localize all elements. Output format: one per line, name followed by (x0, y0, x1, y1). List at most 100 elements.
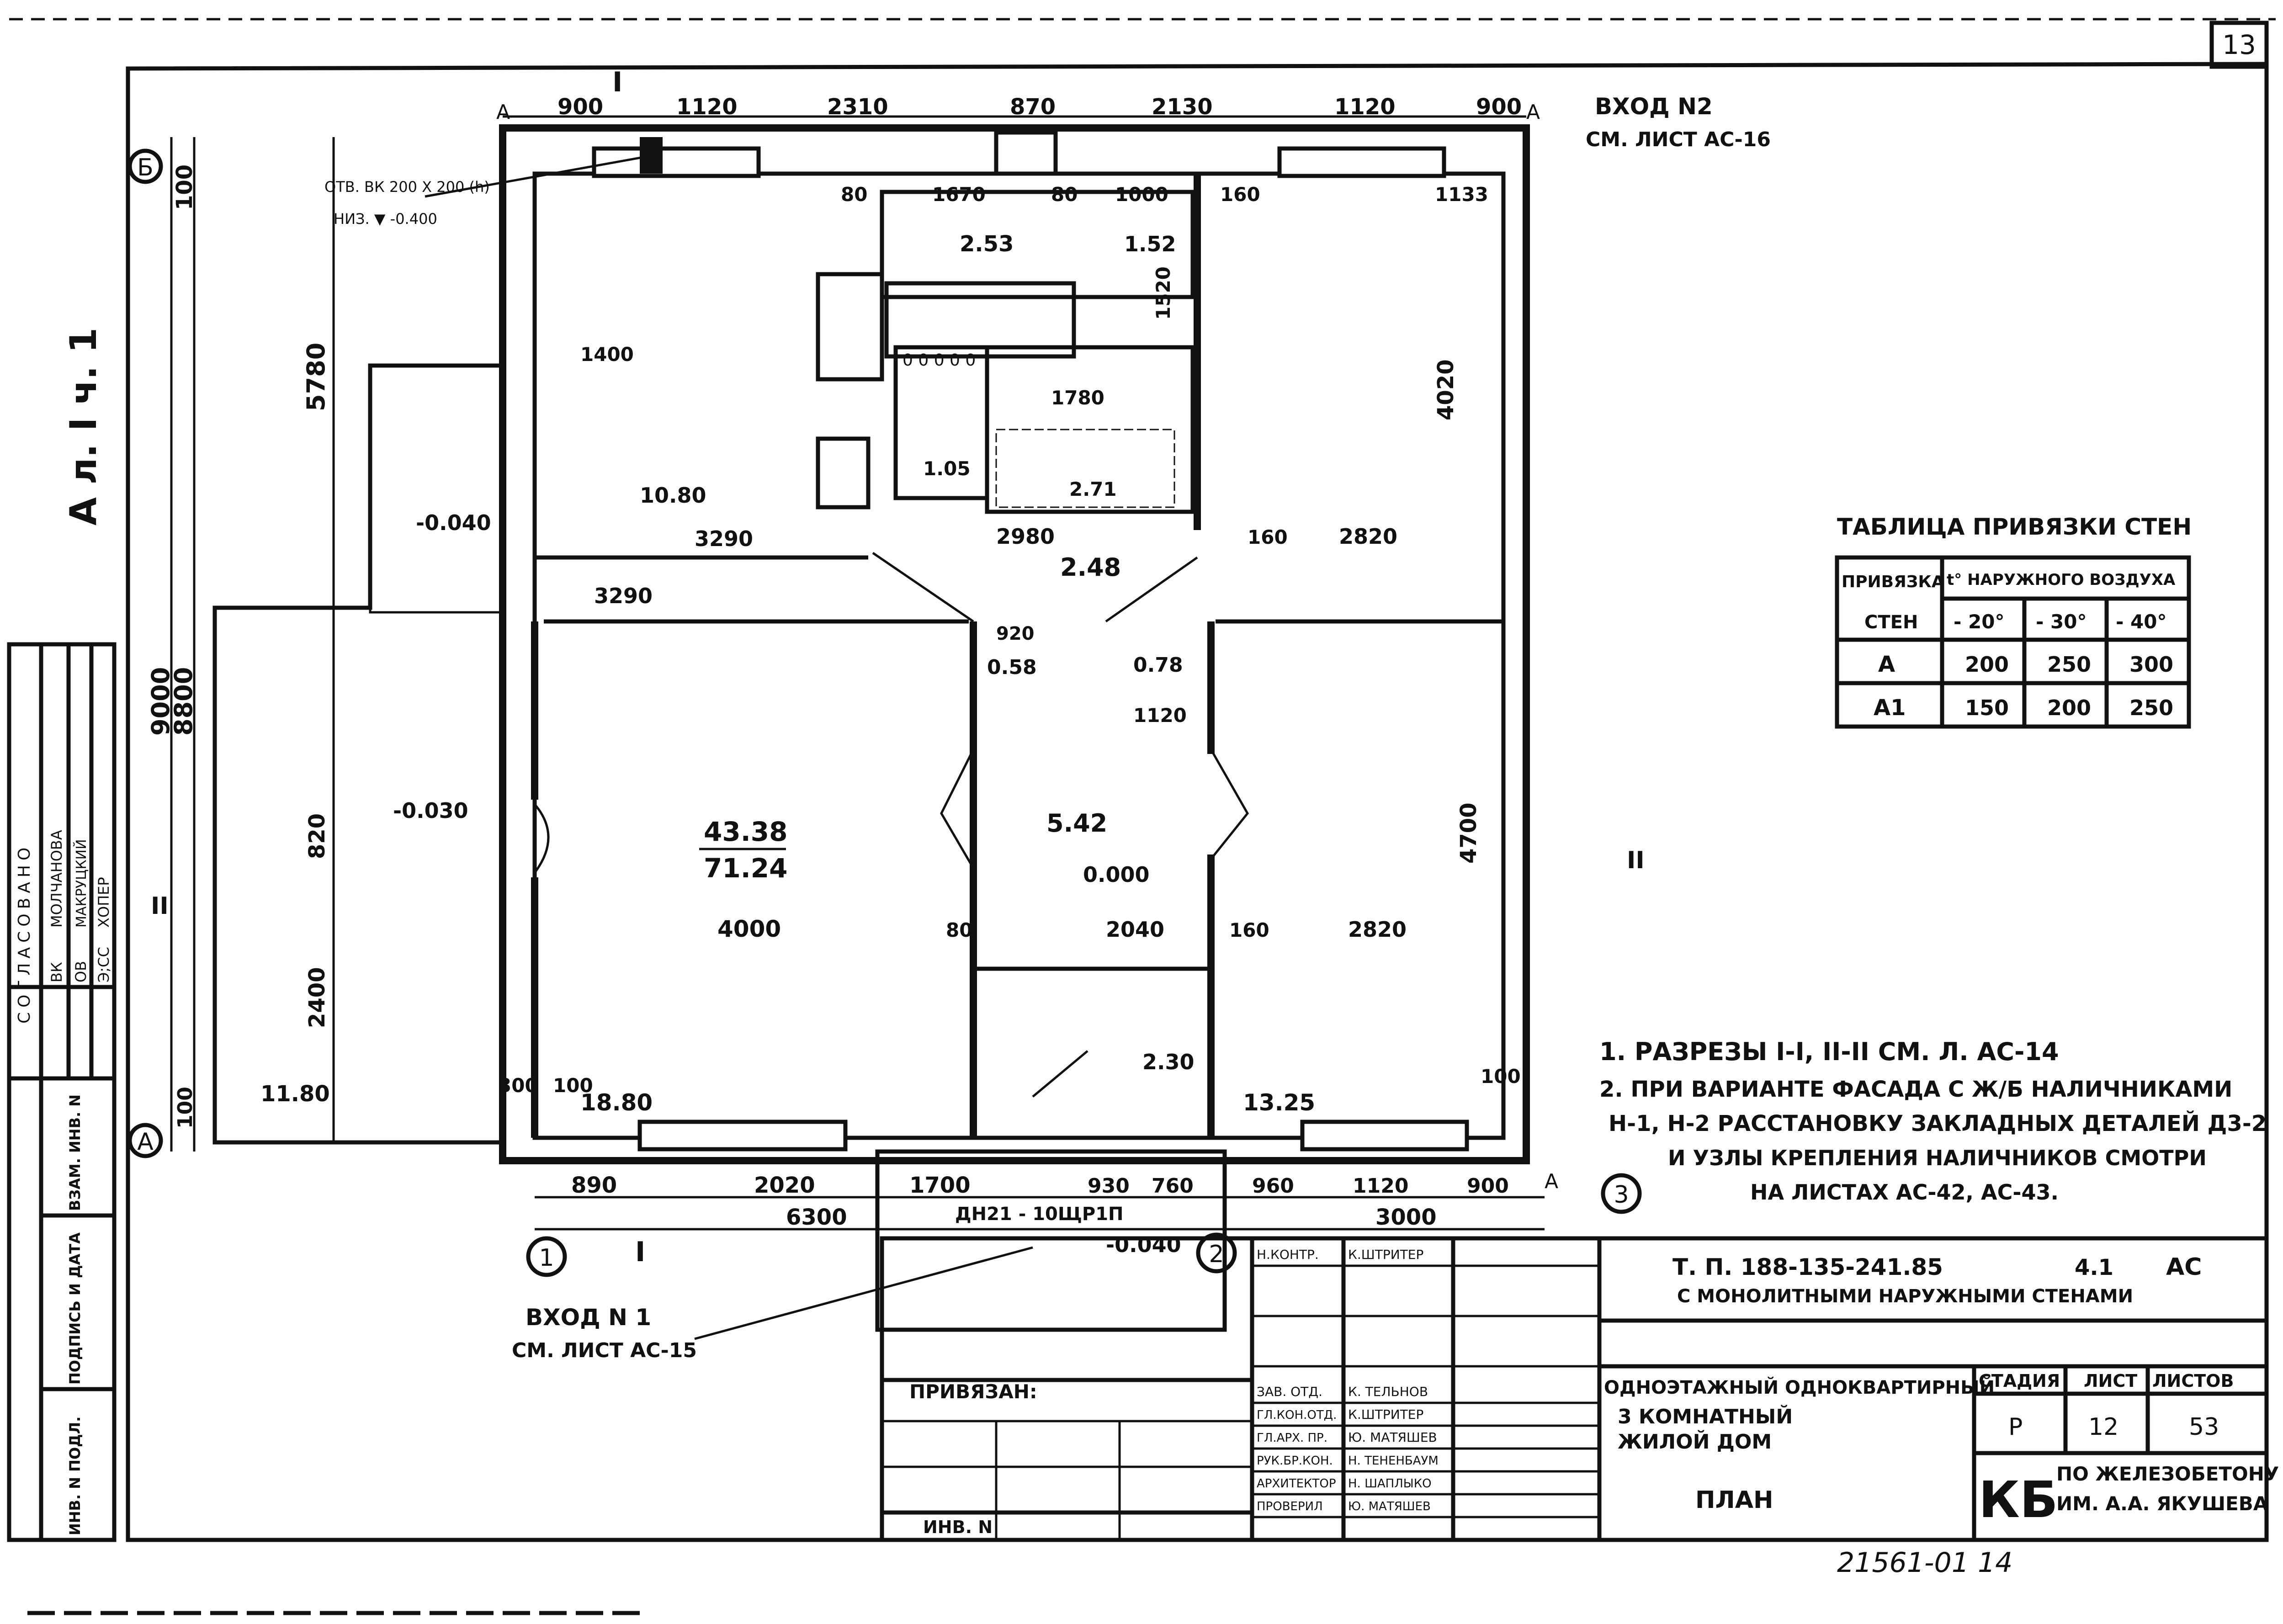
entrance-steps (875, 1149, 1227, 1332)
table-cell: 300 (2129, 652, 2173, 677)
sheet-value: 12 (2088, 1413, 2118, 1441)
dim-interior: 1400 (580, 343, 634, 366)
dim-interior: 4700 (1456, 802, 1481, 864)
door-swing (940, 748, 975, 869)
axis-label-3: 3 (1614, 1181, 1629, 1209)
note-line: 2. ПРИ ВАРИАНТЕ ФАСАДА С Ж/Б НАЛИЧНИКАМИ (1599, 1077, 2232, 1102)
staff-role: Н.КОНТР. (1257, 1247, 1319, 1262)
table-temp: - 30° (2036, 610, 2087, 633)
approval-frame (7, 642, 117, 1542)
dim-interior: 4000 (717, 916, 781, 942)
axis-circle-b (127, 149, 163, 184)
note-line: НА ЛИСТАХ АС-42, АС-43. (1750, 1180, 2059, 1205)
org-line: ПО ЖЕЛЕЗОБЕТОНУ (2056, 1463, 2279, 1485)
room-area-left: 18.80 (580, 1089, 653, 1116)
table-row-name: А1 (1874, 695, 1906, 721)
project-set: АС (2166, 1253, 2202, 1281)
stove-label: 0 0 0 0 0 (903, 351, 976, 370)
archive-number: 21561-01 14 (1837, 1547, 2012, 1579)
dim-left: 5780 (302, 343, 330, 411)
dim-left: 820 (304, 813, 330, 859)
general-notes: 1. РАЗРЕЗЫ I-I, II-II СМ. Л. АС-14 2. ПР… (1599, 1037, 2267, 1205)
dim-interior: 2040 (1106, 917, 1164, 942)
building-line: ЖИЛОЙ ДОМ (1618, 1429, 1772, 1454)
dim-interior: 2820 (1348, 917, 1407, 942)
room-area-hall: 5.42 (1046, 809, 1107, 838)
dim-bottom: 930 (1088, 1174, 1130, 1198)
dim-interior: 1120 (1133, 704, 1187, 727)
dim-bottom: 960 (1252, 1174, 1294, 1198)
entrance2-ref: СМ. ЛИСТ АС-16 (1586, 128, 1771, 151)
axis-label-b: Б (137, 154, 154, 181)
dim-interior: 80 (946, 919, 972, 941)
room-area-closet2: 0.78 (1133, 653, 1183, 677)
sheet-number: 13 (2222, 29, 2256, 60)
approval-title: СОГЛАСОВАНО (15, 843, 34, 1024)
dim-interior: 2980 (996, 524, 1055, 549)
dim-top: 900 (1476, 94, 1522, 120)
inv-label: ИНВ. N (923, 1517, 993, 1537)
section-ii-right: II (1627, 847, 1645, 874)
table-header: t° НАРУЖНОГО ВОЗДУХА (1947, 571, 2176, 589)
section-i-top: I (612, 66, 622, 98)
level-mark: 0.000 (1083, 862, 1150, 887)
side-cell: ИНВ. N ПОДЛ. (66, 1417, 84, 1535)
window (994, 130, 1058, 176)
axis-a1-top: А (496, 101, 510, 124)
staff-role: АРХИТЕКТОР (1257, 1477, 1336, 1491)
table-cell: 250 (2047, 652, 2091, 677)
wc-room (880, 190, 1195, 299)
approval-name: МОЛЧАНОВА (48, 830, 65, 928)
table-cell: 250 (2129, 695, 2173, 720)
door-swing (872, 552, 974, 623)
dim-interior: 300 (498, 1074, 538, 1097)
dim-top: 900 (557, 94, 603, 120)
org-logo: КБ (1979, 1470, 2058, 1529)
sheet-name: ПЛАН (1695, 1486, 1773, 1514)
room-area-bath: 2.71 (1069, 478, 1117, 500)
dim-left: 8800 (169, 667, 198, 736)
approval-dept: Э;СС (95, 947, 112, 982)
dim-top: 2130 (1152, 94, 1213, 120)
dim-left: 100 (172, 165, 197, 210)
pantry-box (893, 345, 989, 500)
dim-bottom-total: 3000 (1375, 1205, 1437, 1230)
title-block: Т. П. 188-135-241.85 С МОНОЛИТНЫМИ НАРУЖ… (880, 1236, 2279, 1542)
dim-interior: 160 (1220, 183, 1260, 206)
room-area-closet1: 0.58 (987, 656, 1037, 679)
counter (884, 281, 1076, 359)
table-header: СТЕН (1864, 612, 1918, 633)
staff-name: Н. ШАПЛЫКО (1348, 1477, 1432, 1491)
dim-interior: 1670 (932, 183, 986, 206)
section-i-bottom: I (635, 1236, 645, 1268)
table-row-name: А (1878, 652, 1895, 677)
note-line: И УЗЛЫ КРЕПЛЕНИЯ НАЛИЧНИКОВ СМОТРИ (1668, 1146, 2207, 1170)
approval-name: ХОПЕР (95, 877, 112, 928)
room-area-lobby: 2.30 (1142, 1050, 1195, 1074)
dim-left: 100 (174, 1087, 197, 1129)
paper (3, 3, 2280, 1621)
wall-table-title: ТАБЛИЦА ПРИВЯЗКИ СТЕН (1837, 514, 2192, 540)
dim-interior: 1000 (1115, 183, 1168, 206)
dim-bottom-total: 6300 (786, 1205, 847, 1230)
dim-interior: 80 (841, 183, 867, 206)
interior-dims: 80 1670 80 1000 160 1133 1520 1400 4020 … (498, 183, 1521, 1097)
wall-binding-table: ТАБЛИЦА ПРИВЯЗКИ СТЕН ПРИВЯЗКА СТЕН t° Н… (1835, 514, 2192, 729)
approval-dept: ВК (48, 962, 65, 982)
room-area-terrace: 11.80 (260, 1081, 330, 1107)
table-cell: 200 (2047, 695, 2091, 720)
dim-interior: 2820 (1339, 524, 1397, 549)
dim-interior: 100 (1481, 1065, 1521, 1088)
axis-label-2: 2 (1209, 1241, 1224, 1268)
staff-name: Ю. МАТЯШЕВ (1348, 1430, 1437, 1445)
note-line: 1. РАЗРЕЗЫ I-I, II-II СМ. Л. АС-14 (1599, 1037, 2059, 1066)
axis-circle-3 (1601, 1173, 1642, 1214)
vent-leader (425, 154, 654, 198)
staff-role: РУК.БР.КОН. (1257, 1454, 1333, 1468)
entrance2-title: ВХОД N2 (1595, 93, 1713, 120)
axis-circle-1 (526, 1236, 567, 1277)
dim-bottom: 2020 (754, 1173, 815, 1198)
entrance1-ref: СМ. ЛИСТ АС-15 (512, 1339, 697, 1362)
room-area-corridor: 2.48 (1060, 553, 1121, 582)
